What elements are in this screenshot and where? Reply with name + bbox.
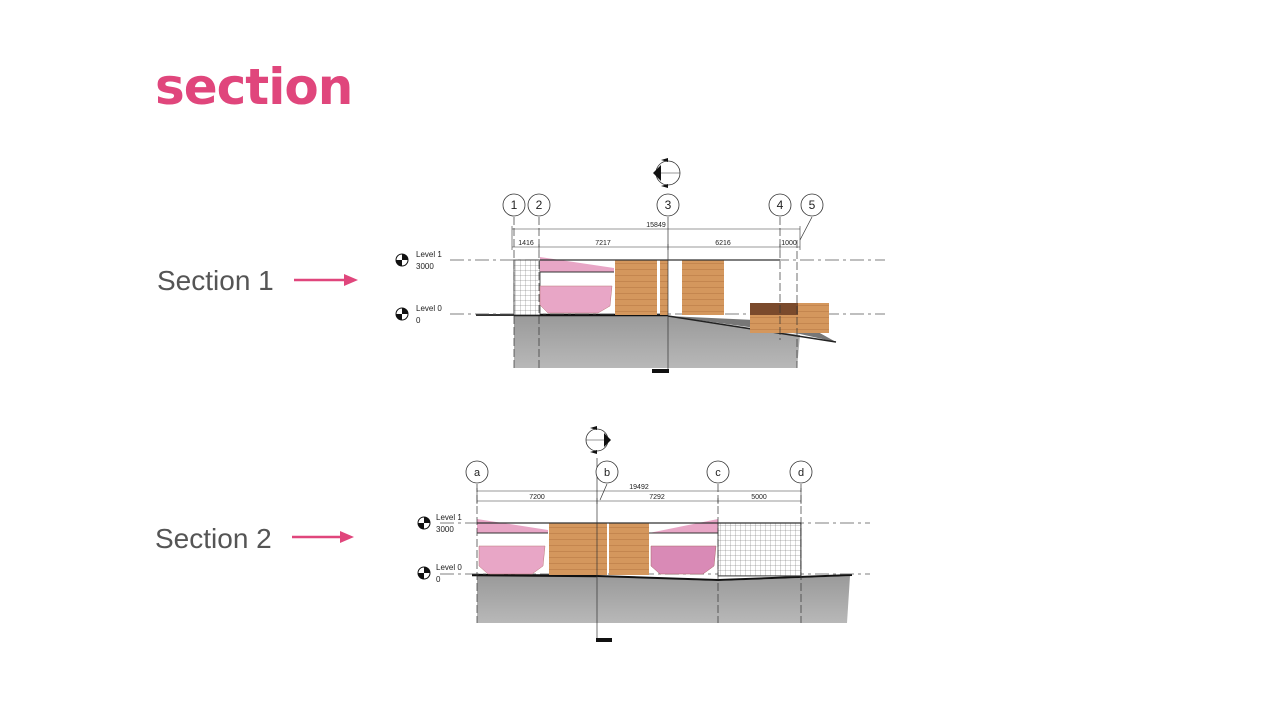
section-1-level-0-name: Level 0 [416,304,442,313]
section-1-grid-2: 2 [536,198,543,212]
section-1-timber-block-1 [615,260,657,315]
section-2-level-1-elevation: 3000 [436,525,454,534]
section-1-level-1-marker-icon [395,253,409,267]
section-1-pink-canopy [540,257,614,272]
section-1-dimension-3: 6216 [715,240,731,247]
section-1-ground [514,316,800,368]
section-2-grid-b: b [604,467,610,479]
section-2-ground [477,576,850,623]
section-1-overall-dimension: 15849 [646,222,666,229]
section-2-dimension-1: 7200 [529,494,545,501]
section-1-mesh-wall [513,259,541,316]
section-2-level-0-name: Level 0 [436,563,462,572]
section-2-pink-canopy-right [649,519,718,533]
section-1-dimension-2: 7217 [595,240,611,247]
page-title: section [155,58,353,116]
section-2-level-1-marker-icon [417,516,431,530]
section-1-label: Section 1 [157,265,274,296]
section-2-level-0-elevation: 0 [436,575,441,584]
section-2-section-mark-icon [585,426,611,454]
section-2-dimension-2: 7292 [649,494,665,501]
section-2-dimension-3: 5000 [751,494,767,501]
section-1-grid-3: 3 [665,198,672,212]
section-1-level-1-name: Level 1 [416,250,442,259]
section-2-grid-c: c [715,467,721,479]
section-2-timber-block-2 [609,523,649,575]
section-1-level-1-elevation: 3000 [416,262,434,271]
section-1-drawing: 1 2 3 4 5 15849 1416 7217 6216 1000 [395,158,885,373]
section-2-pink-canopy-left [477,519,548,533]
section-2-mesh-wall [717,522,802,577]
section-1-section-mark-icon [653,158,681,188]
section-1-pink-seating [539,285,613,314]
section-2-pink-seating-right [650,545,717,575]
section-2-overall-dimension: 19492 [629,484,649,491]
section-2-drawing: a b c d 19492 7200 7292 5000 Level 1 300 [417,426,870,642]
section-1-level-0-elevation: 0 [416,316,421,325]
section-1-dimension-4: 1000 [781,240,797,247]
section-2-timber-block-1 [549,523,589,575]
section-1-arrow-icon [294,274,358,286]
section-1-grid-5: 5 [809,198,816,212]
section-1-grid-4: 4 [777,198,784,212]
section-2-pink-seating-left [478,545,546,575]
section-1-timber-block-2 [682,260,724,315]
section-2-arrow-icon [292,531,354,543]
section-2-level-0-marker-icon [417,566,431,580]
section-2-grid-a: a [474,467,481,479]
section-2-label: Section 2 [155,523,272,554]
section-2-grid-d: d [798,467,804,479]
section-2-level-1-name: Level 1 [436,513,462,522]
section-1-level-0-marker-icon [395,307,409,321]
section-1-dimension-1: 1416 [518,240,534,247]
section-1-grid-1: 1 [511,198,518,212]
